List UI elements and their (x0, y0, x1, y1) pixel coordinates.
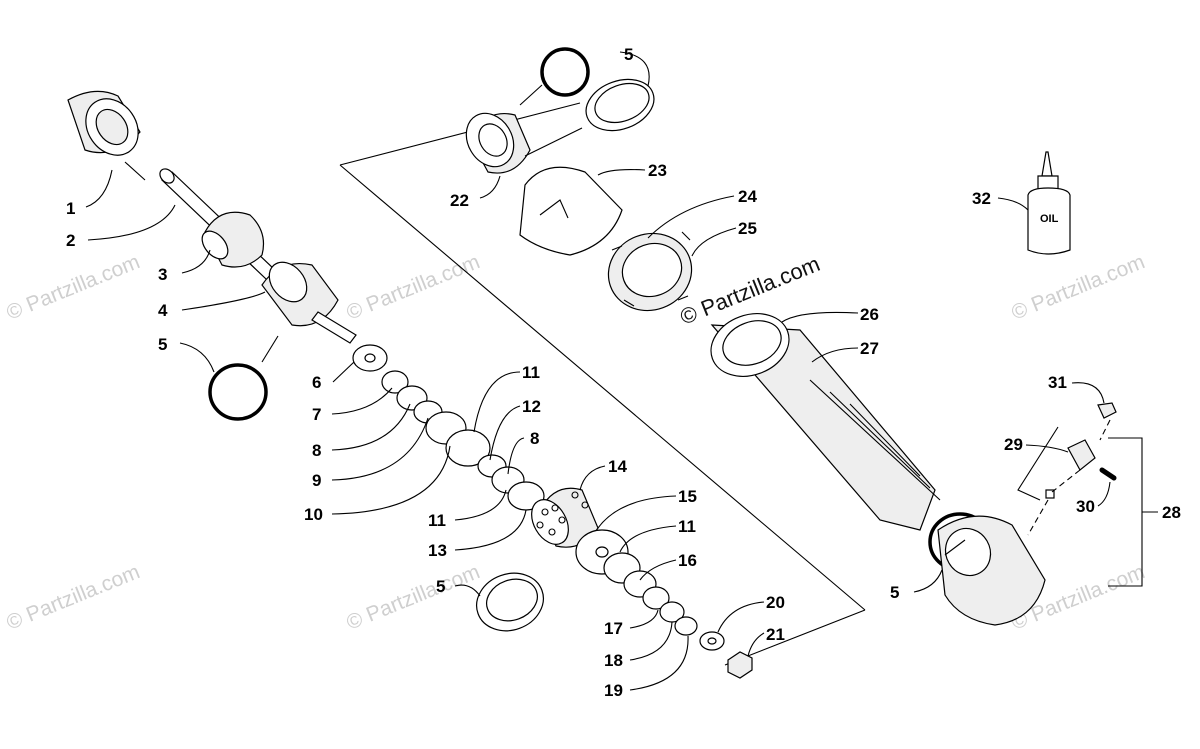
part-23-sleeve (519, 166, 623, 256)
callout-26: 26 (860, 305, 879, 324)
watermark: © Partzilla.com (1008, 250, 1148, 324)
valve-axis (1027, 419, 1111, 536)
part-22-cap (465, 112, 531, 174)
callout-6: 6 (312, 373, 321, 392)
bracket-28 (1108, 437, 1158, 587)
part-28-reservoir-end (937, 515, 1046, 626)
callout-32: 32 (972, 189, 991, 208)
callout-12: 12 (522, 397, 541, 416)
part-25-lock-nut (611, 231, 691, 307)
part-5-oring-left (208, 363, 268, 421)
callout-1: 1 (66, 199, 75, 218)
valve-core (1045, 489, 1055, 499)
callout-30: 30 (1076, 497, 1095, 516)
part-4-seal-head (261, 261, 357, 344)
callout-7: 7 (312, 405, 321, 424)
callout-5-lower: 5 (436, 577, 445, 596)
callout-9: 9 (312, 471, 321, 490)
callout-28: 28 (1162, 503, 1181, 522)
callout-20: 20 (766, 593, 785, 612)
part-32-oil-bottle: OIL (1027, 151, 1071, 255)
part-27-shock-body (710, 313, 941, 531)
callout-21: 21 (766, 625, 785, 644)
callout-15: 15 (678, 487, 697, 506)
callout-13: 13 (428, 541, 447, 560)
watermark: © Partzilla.com (3, 560, 143, 634)
watermark: © Partzilla.com (343, 250, 483, 324)
part-14-piston (531, 487, 599, 548)
part-5-band-lower (476, 572, 544, 632)
callout-24: 24 (738, 187, 757, 206)
part-21-nut (727, 651, 753, 679)
part-1-bushing (67, 90, 141, 156)
callout-11-mid: 11 (428, 511, 446, 530)
part-24-adjuster-nut (607, 232, 693, 312)
leader-lines (85, 51, 1111, 691)
callout-5-top: 5 (624, 45, 633, 64)
callout-31: 31 (1048, 373, 1067, 392)
callout-8-right: 8 (530, 429, 539, 448)
callout-10: 10 (304, 505, 323, 524)
callout-3: 3 (158, 265, 167, 284)
callout-labels: 1 2 3 4 5 5 5 5 6 7 8 8 9 10 11 11 11 12… (66, 45, 1181, 700)
part-3-bumper (201, 211, 265, 268)
callout-5-right: 5 (890, 583, 899, 602)
callout-17: 17 (604, 619, 623, 638)
callout-8-left: 8 (312, 441, 321, 460)
callout-5-left: 5 (158, 335, 167, 354)
bracket-29 (1017, 426, 1059, 501)
part-5-band-top (585, 78, 655, 132)
callout-22: 22 (450, 191, 469, 210)
callout-11-top: 11 (522, 363, 540, 382)
callout-29: 29 (1004, 435, 1023, 454)
callout-2: 2 (66, 231, 75, 250)
part-5-oring-top (540, 47, 590, 97)
part-31-screw (1097, 402, 1117, 419)
watermark: © Partzilla.com (343, 560, 483, 634)
callout-27: 27 (860, 339, 879, 358)
callout-16: 16 (678, 551, 697, 570)
part-29-valve (1067, 439, 1096, 471)
callout-18: 18 (604, 651, 623, 670)
callout-19: 19 (604, 681, 623, 700)
callout-25: 25 (738, 219, 757, 238)
callout-14: 14 (608, 457, 627, 476)
watermark: © Partzilla.com (3, 250, 143, 324)
part-30-oring-small (1099, 467, 1117, 481)
shim-stack-upper (352, 344, 545, 511)
shim-stack-lower (575, 529, 725, 651)
callout-23: 23 (648, 161, 667, 180)
callout-4: 4 (158, 301, 168, 320)
callout-11-right: 11 (678, 517, 696, 536)
oil-label: OIL (1040, 213, 1059, 225)
